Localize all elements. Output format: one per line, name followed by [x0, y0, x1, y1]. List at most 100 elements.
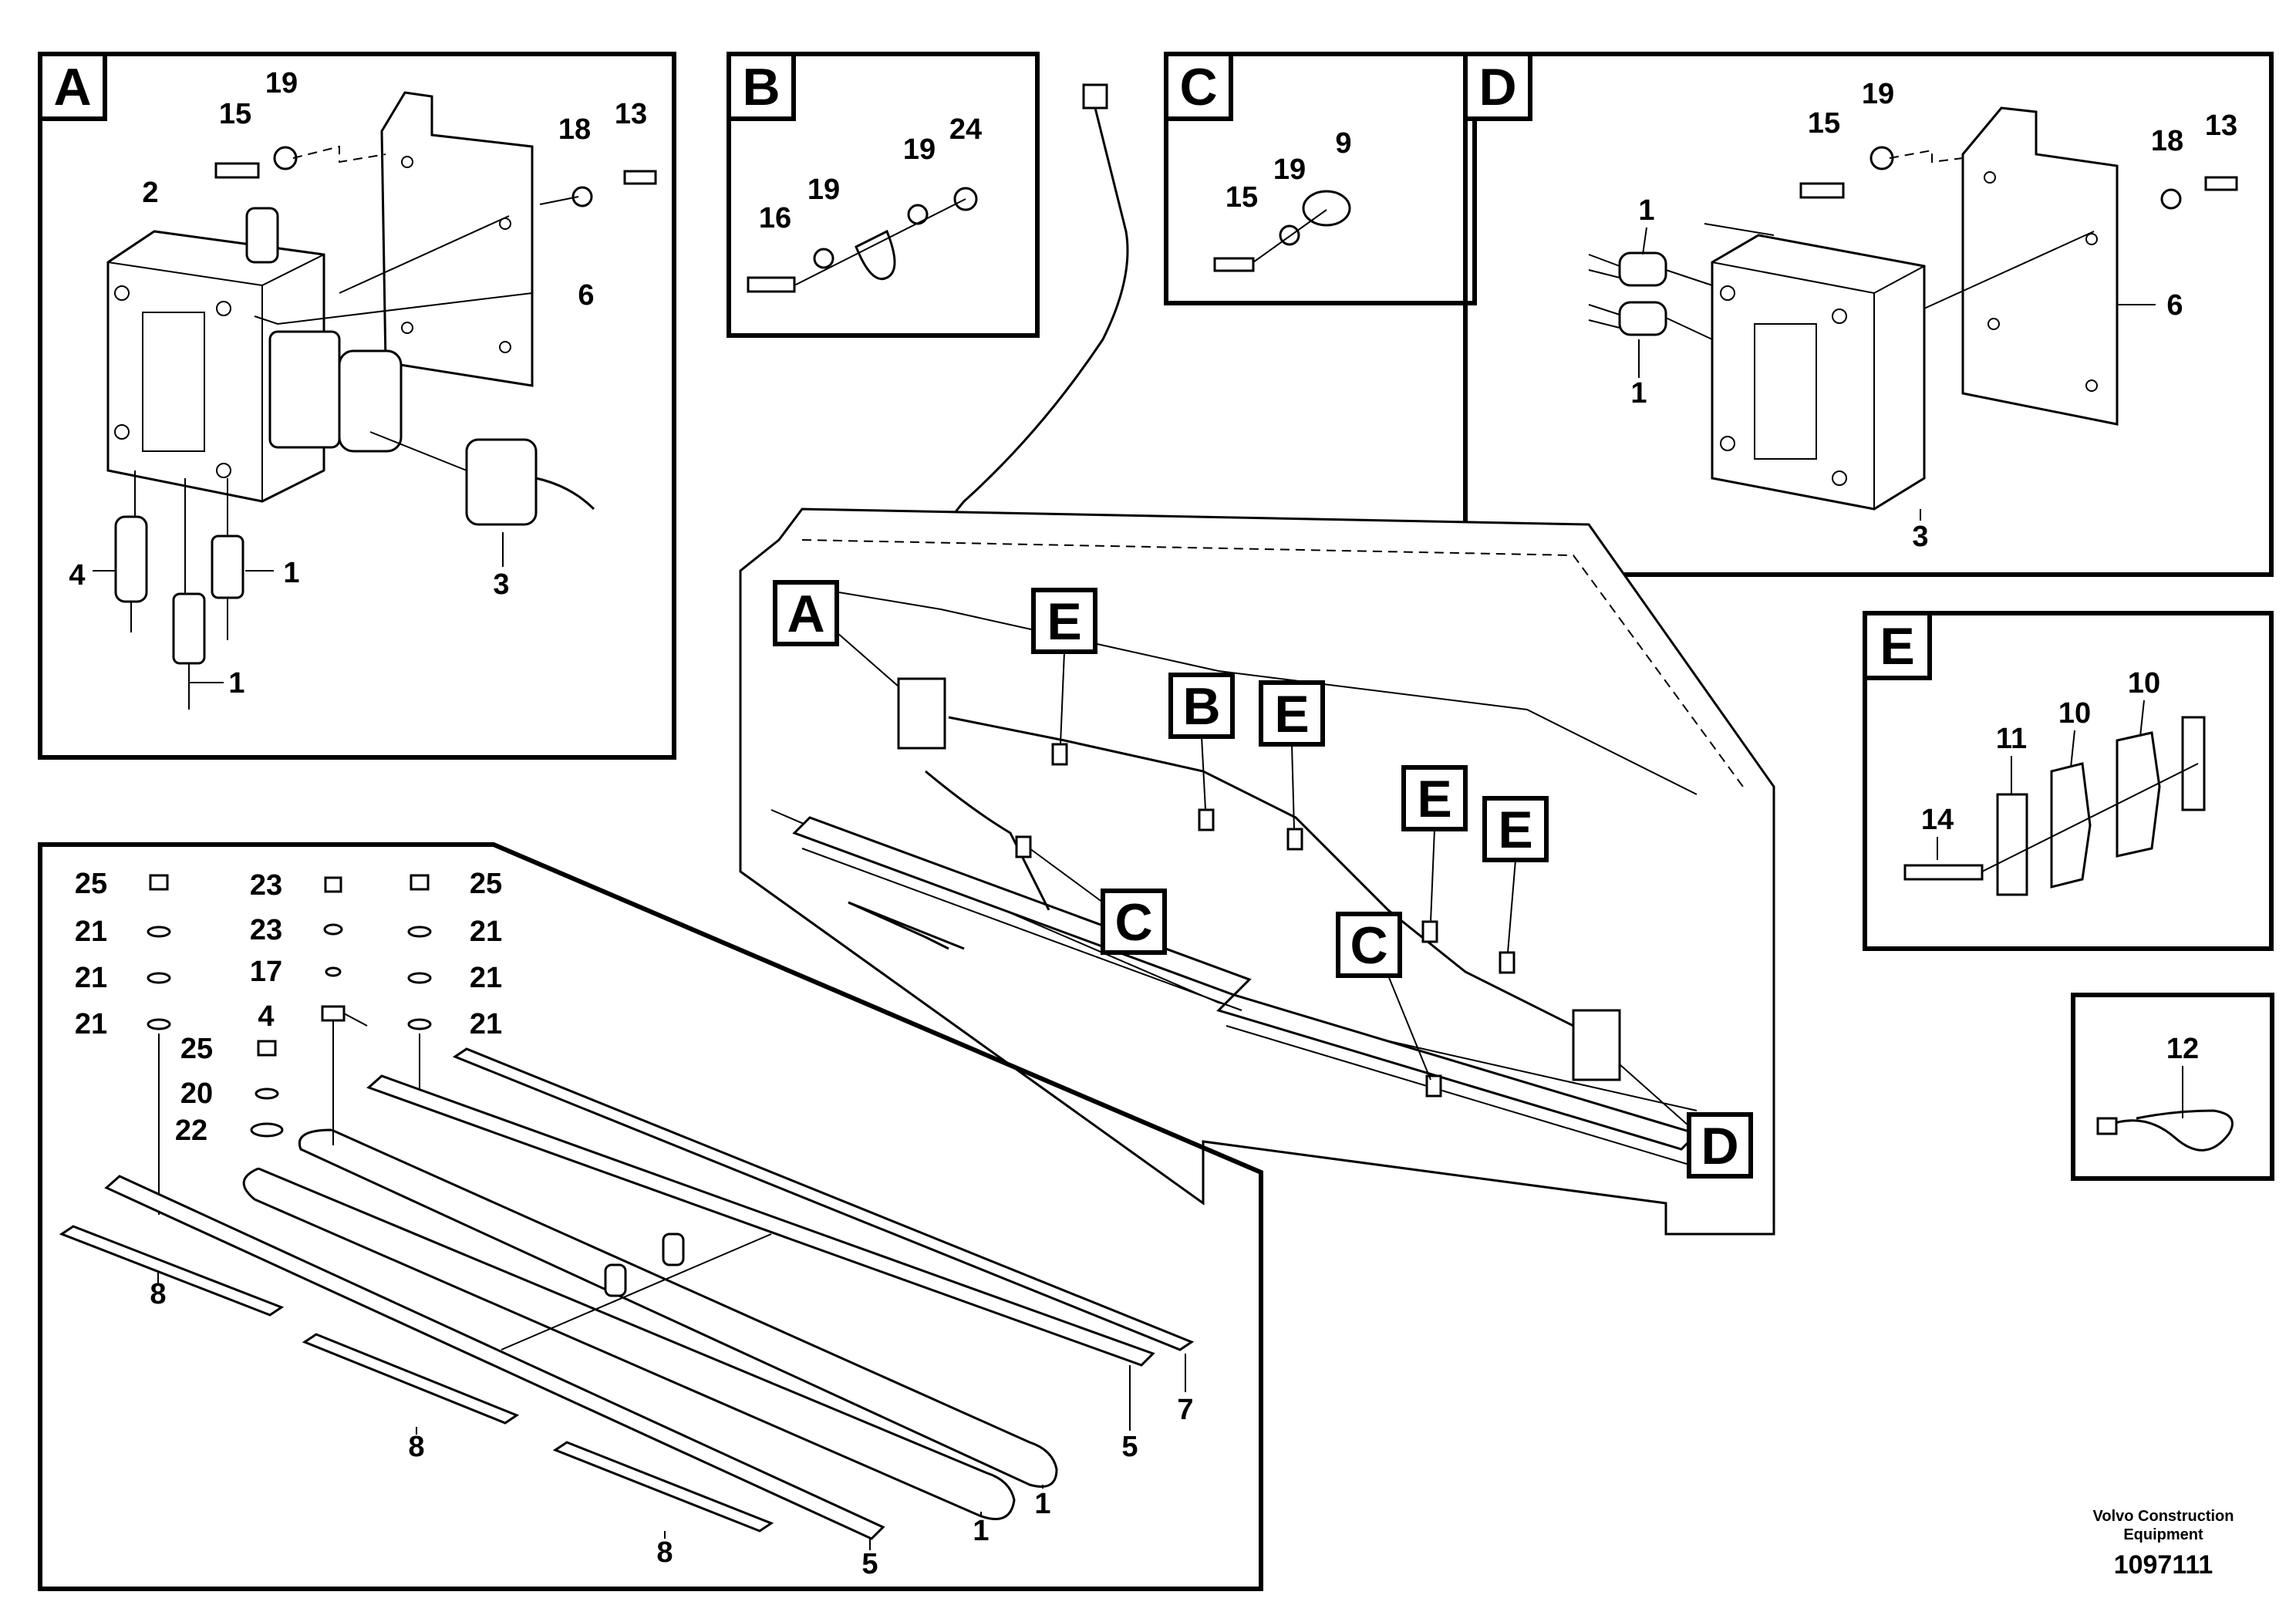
callout-b: B: [1168, 673, 1235, 811]
label-6: 6: [2166, 289, 2183, 322]
label-10: 10: [2058, 697, 2091, 730]
label-23: 23: [250, 914, 282, 946]
rail-edges: [801, 848, 1690, 1165]
cable-clip: [662, 1233, 685, 1266]
callout-e2-letter: E: [1274, 685, 1309, 744]
panel-d: D 15 19 18 13 1 1 6 3: [1463, 52, 2274, 577]
label-8: 8: [150, 1278, 166, 1310]
mounting-bracket: [1961, 106, 2119, 426]
cable-tie-head: [2096, 1117, 2118, 1135]
callout-e2: E: [1259, 680, 1325, 830]
label-13: 13: [2205, 110, 2237, 142]
clamp-e: [1051, 743, 1068, 766]
panel-12-frame: [2071, 993, 2274, 1181]
rail-detail-panel: 25 21 21 21 23 23 17 4 25 20 22 25 21 21…: [38, 842, 1263, 1591]
label-25: 25: [75, 868, 107, 900]
label-4: 4: [258, 1000, 274, 1033]
clamp-b: [1198, 808, 1215, 831]
leader: [254, 292, 533, 325]
label-21: 21: [75, 916, 107, 948]
panel-a: A 15 19 18 13: [38, 52, 676, 760]
p-clamp: [855, 229, 896, 280]
label-19: 19: [1862, 78, 1894, 110]
screw-15: [1799, 182, 1845, 199]
label-2: 2: [142, 177, 158, 209]
label-5: 5: [1121, 1431, 1138, 1463]
label-10: 10: [2128, 667, 2160, 700]
harness-top-connector: [1082, 83, 1108, 110]
panel-c-letter: C: [1179, 58, 1217, 116]
footer: Volvo Construction Equipment 1097111: [2093, 1508, 2234, 1580]
label-3: 3: [493, 568, 509, 601]
leaders: [1638, 227, 2156, 521]
control-box-edges: [107, 254, 325, 501]
connector-housing: [465, 438, 538, 526]
bracket-hole: [2085, 379, 2098, 392]
heater-cable-loop: [242, 1167, 1016, 1520]
label-24: 24: [949, 113, 982, 146]
label-1: 1: [283, 557, 299, 589]
assembly-axis: [1253, 209, 1327, 263]
label-13: 13: [615, 98, 647, 130]
label-23: 23: [250, 869, 282, 902]
plug-1-lower: [172, 592, 206, 665]
plug-1-upper: [1618, 251, 1667, 287]
bracket-hole: [1988, 318, 2000, 330]
label-19: 19: [903, 133, 936, 166]
label-4: 4: [69, 559, 85, 592]
label-1: 1: [1638, 194, 1654, 227]
label-3: 3: [1912, 521, 1928, 553]
clamp-c: [1425, 1074, 1442, 1098]
panel-e-letter-box: [1863, 611, 1932, 680]
panel-c-letter-box: [1164, 52, 1233, 121]
clamp-half-10: [2116, 731, 2161, 858]
screw-path: [292, 145, 386, 164]
control-box-a-installed: [897, 677, 946, 750]
label-19: 19: [265, 67, 298, 99]
label-11: 11: [1996, 723, 2027, 755]
leaders: [1937, 700, 2145, 860]
assembly-axis: [1981, 763, 2199, 872]
label-18: 18: [2151, 125, 2183, 157]
panel-a-letter: A: [53, 58, 91, 116]
document-number: 1097111: [2114, 1550, 2213, 1580]
label-17: 17: [250, 956, 282, 988]
panel-d-frame: [1463, 52, 2274, 577]
label-21: 21: [75, 1008, 107, 1040]
clamp-e: [1421, 920, 1438, 943]
machine-frame: [739, 508, 1775, 1236]
screw-path: [1889, 149, 1964, 164]
box-screw: [114, 285, 130, 301]
label-16: 16: [759, 202, 791, 234]
label-20: 20: [180, 1077, 213, 1110]
callout-e3-letter: E: [1417, 770, 1451, 828]
panel-e-letter: E: [1880, 617, 1914, 676]
bracket-hole: [401, 322, 413, 334]
callout-d: D: [1619, 1064, 1753, 1179]
panel-b-letter-box: [727, 52, 796, 121]
shim-8: [59, 1225, 285, 1317]
label-1: 1: [1630, 377, 1647, 410]
box-screw: [216, 463, 231, 478]
cable-gland: [245, 207, 279, 264]
label-15: 15: [1808, 107, 1840, 140]
company-name-line2: Equipment: [2123, 1526, 2203, 1543]
clamp-c: [1015, 835, 1032, 858]
box-screw: [1832, 470, 1847, 486]
label-21: 21: [470, 962, 502, 994]
frame-hidden-edge: [801, 539, 1744, 787]
bracket-hole: [2085, 233, 2098, 245]
callout-e1: E: [1031, 588, 1097, 745]
frame-harness: [948, 716, 1574, 1027]
branch-harness: [925, 770, 1050, 911]
label-19: 19: [807, 174, 840, 206]
label-15: 15: [219, 98, 251, 130]
callout-b-letter: B: [1182, 677, 1220, 736]
plug-1-lower: [1618, 301, 1667, 336]
hardware-stack-right: [407, 874, 432, 1091]
washer-19: [813, 248, 834, 269]
plug-cables: [1588, 223, 1775, 340]
washer-19: [1870, 146, 1894, 170]
detail-pointer: [848, 901, 949, 950]
bracket-hole: [499, 341, 511, 353]
